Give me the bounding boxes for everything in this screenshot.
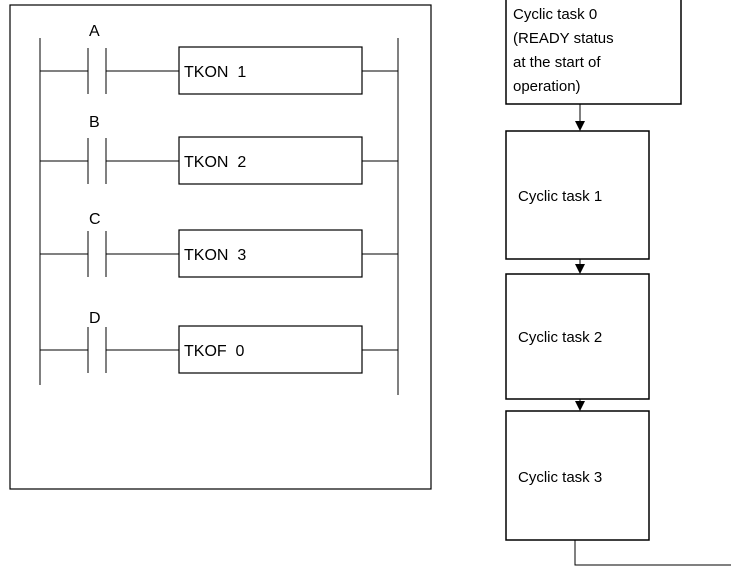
- ladder-rung-4: D TKOF 0: [40, 310, 398, 374]
- task-1-box: Cyclic task 1: [505, 130, 650, 260]
- contact-label: D: [89, 310, 101, 327]
- instruction-text: TKON 3: [184, 247, 246, 264]
- instruction-box: [178, 46, 363, 95]
- ladder-rung-2: B TKON 2: [40, 114, 398, 185]
- task-1-label: Cyclic task 1: [518, 188, 602, 205]
- ladder-frame: [9, 4, 432, 490]
- task-0-line-3: at the start of: [513, 54, 601, 71]
- task-2-label: Cyclic task 2: [518, 329, 602, 346]
- contact-label: B: [89, 114, 100, 131]
- instruction-text: TKOF 0: [184, 343, 245, 360]
- arrow-0-to-1: [575, 104, 585, 131]
- task-0-box: Cyclic task 0 (READY status at the start…: [505, 0, 682, 105]
- ladder-rung-1: A TKON 1: [40, 23, 398, 95]
- task-3-label: Cyclic task 3: [518, 469, 602, 486]
- contact-label: C: [89, 211, 101, 228]
- instruction-text: TKON 2: [184, 154, 246, 171]
- task-0-line-2: (READY status: [513, 30, 614, 47]
- arrow-1-to-2: [575, 259, 585, 274]
- ladder-rung-3: C TKON 3: [40, 211, 398, 278]
- contact-label: A: [89, 23, 100, 40]
- arrow-2-to-3: [575, 399, 585, 411]
- task-0-line-4: operation): [513, 78, 581, 95]
- instruction-text: TKON 1: [184, 64, 246, 81]
- exit-flow-line: [574, 540, 731, 566]
- instruction-box: [178, 229, 363, 278]
- task-0-line-1: Cyclic task 0: [513, 6, 597, 23]
- task-3-box: Cyclic task 3: [505, 410, 650, 541]
- task-2-box: Cyclic task 2: [505, 273, 650, 400]
